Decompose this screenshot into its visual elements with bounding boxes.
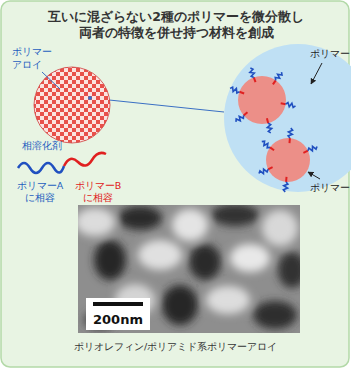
compatibilizer-red bbox=[64, 153, 106, 166]
compatibilizer bbox=[229, 67, 317, 192]
part-label: ポリマーB に相容 bbox=[70, 180, 126, 204]
domain-circle bbox=[266, 138, 310, 182]
scale-label: 200nm bbox=[93, 312, 143, 327]
zoom-dot bbox=[88, 96, 92, 100]
pointer-arrow bbox=[308, 172, 320, 179]
scale-bar bbox=[93, 302, 143, 306]
part-label: ポリマーA に相容 bbox=[12, 180, 68, 204]
domain-circle bbox=[238, 76, 286, 124]
title: 互いに混ざらない2種のポリマーを微分散し 両者の特徴を併せ持つ材料を創成 bbox=[40, 9, 312, 40]
compatibilizer-blue bbox=[18, 163, 64, 173]
matrix-circle bbox=[224, 44, 351, 192]
tem-photo bbox=[78, 205, 300, 333]
caption: ポリオレフィン/ポリアミド系ポリマーアロイ bbox=[20, 341, 331, 353]
part-label: ポリマー bbox=[310, 48, 350, 60]
part-label: ポリマー bbox=[310, 182, 350, 194]
part-label: 相溶化剤 bbox=[22, 140, 82, 153]
pointer-arrow bbox=[311, 63, 322, 84]
leader-line bbox=[42, 72, 60, 89]
alloy-circle bbox=[34, 67, 110, 143]
scale-bar-box: 200nm bbox=[86, 298, 150, 330]
part-label: ポリマー アロイ bbox=[12, 46, 56, 71]
